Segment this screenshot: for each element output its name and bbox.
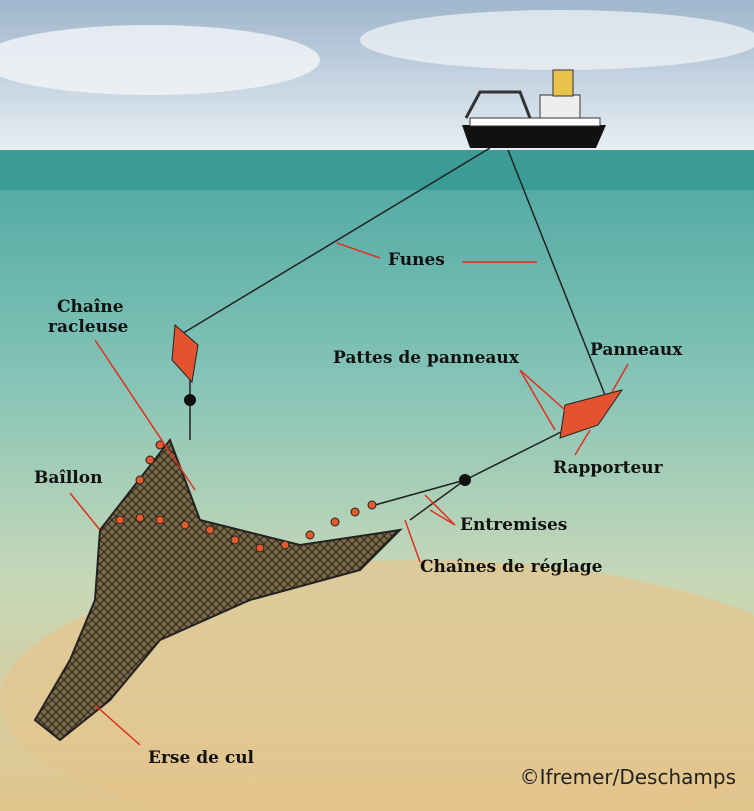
otter-board-right [559,389,624,439]
label-chaine-racleuse-line1: Chaîne [57,297,124,317]
label-baillon: Baîllon [34,468,103,488]
trawler-ship [462,69,606,148]
trawl-net [33,437,403,742]
label-panneaux: Panneaux [590,340,683,360]
label-pattes-de-panneaux: Pattes de panneaux [333,348,519,368]
label-chaines-de-reglage: Chaînes de réglage [420,557,603,577]
floats [115,440,377,553]
label-funes: Funes [388,250,445,270]
leader-lines [69,242,629,746]
label-chaine-racleuse-line2: racleuse [48,317,129,337]
otter-board-left [171,323,199,384]
label-rapporteur: Rapporteur [553,458,663,478]
label-entremises: Entremises [460,515,568,535]
label-erse-de-cul: Erse de cul [148,748,255,768]
image-credit: ©Ifremer/Deschamps [519,765,736,789]
